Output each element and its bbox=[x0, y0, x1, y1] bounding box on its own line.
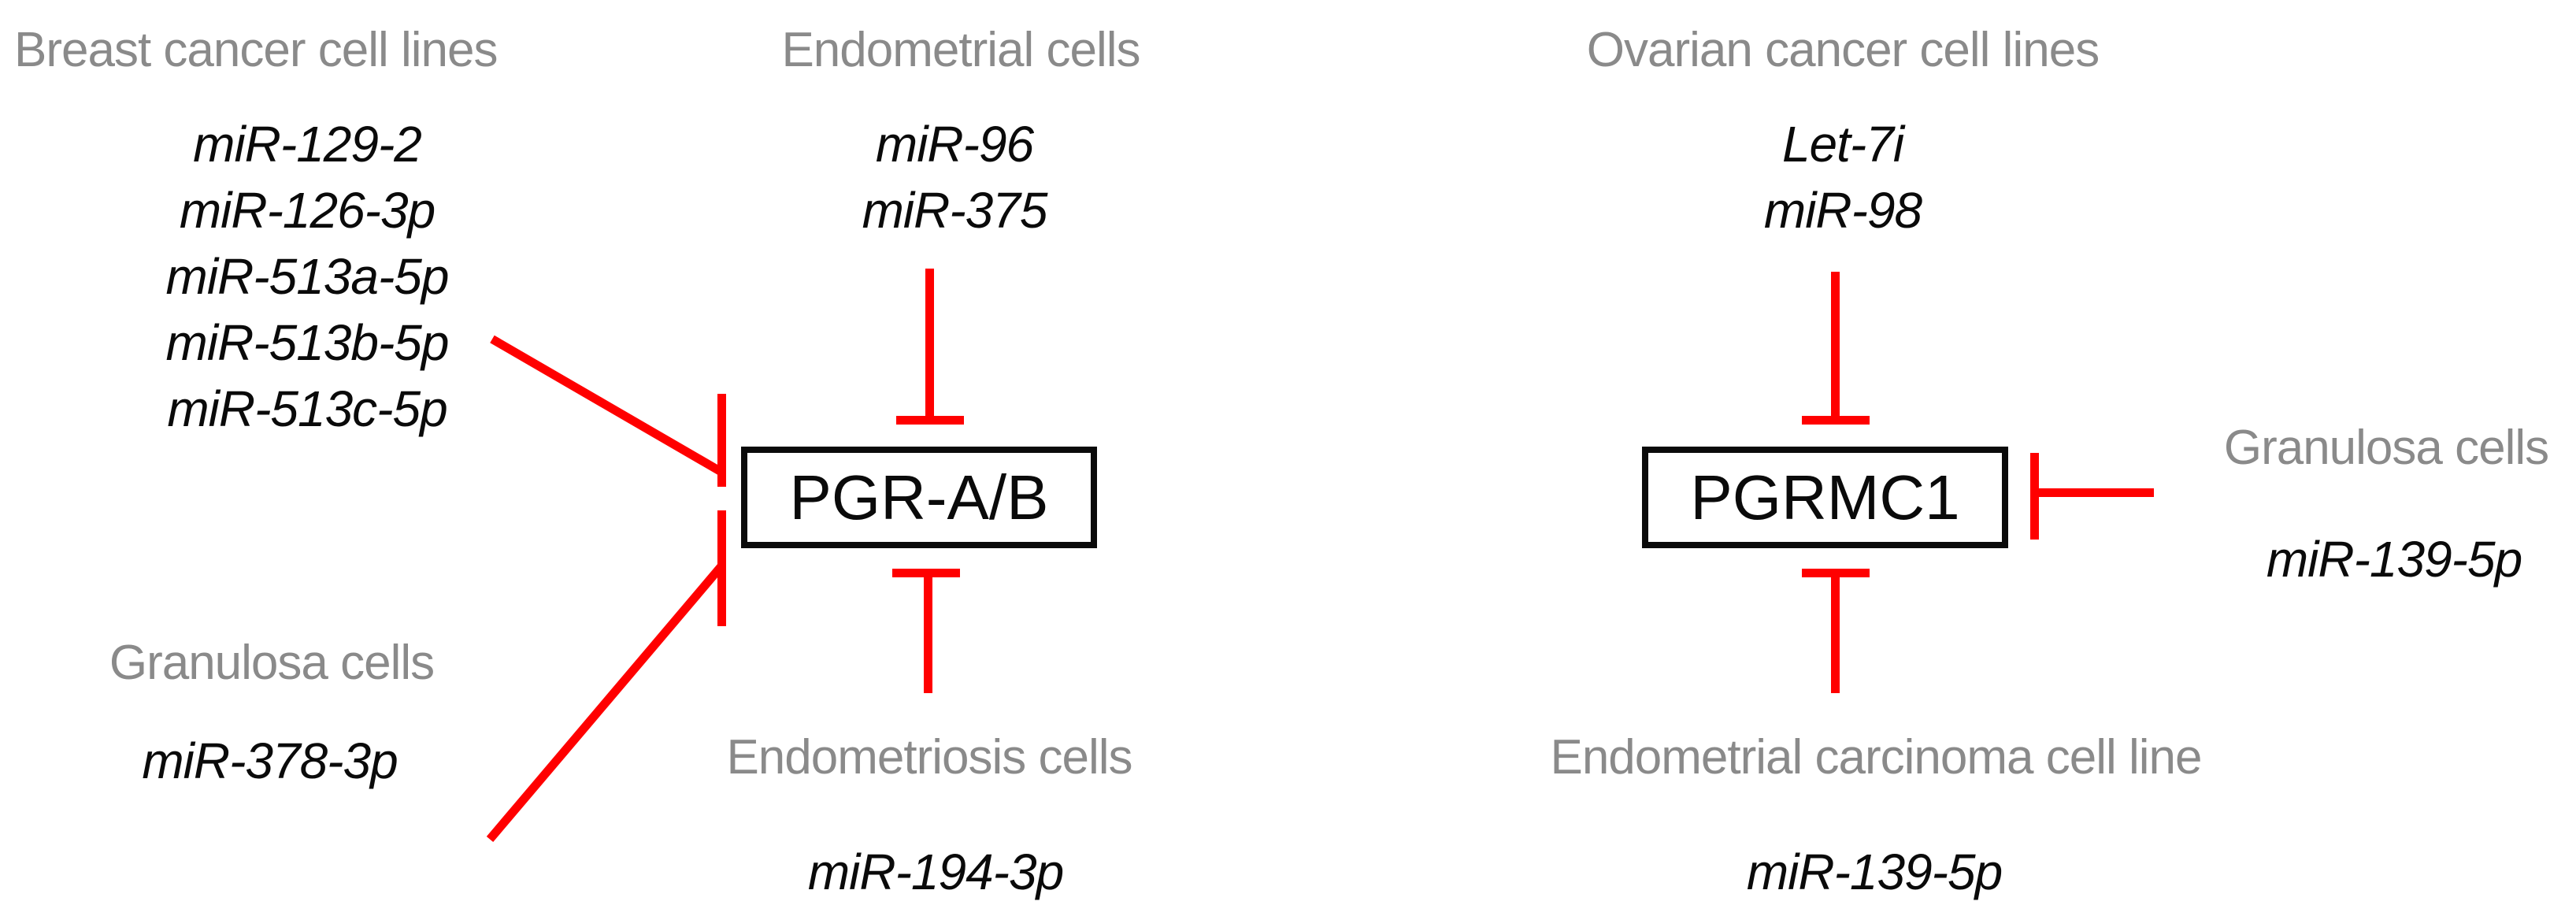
pgrmc1-box: PGRMC1 bbox=[1642, 447, 2008, 548]
mirna-label-mir-96: miR-96 bbox=[875, 116, 1034, 172]
inhibition-bar-breast-to-pgr bbox=[717, 394, 726, 487]
mirna-list-breast: miR-129-2 miR-126-3p miR-513a-5p miR-513… bbox=[63, 111, 551, 442]
inhibition-bar-endometrial-to-pgr bbox=[896, 416, 964, 425]
pgr-box: PGR-A/B bbox=[741, 447, 1097, 548]
pgrmc1-box-label: PGRMC1 bbox=[1690, 462, 1960, 532]
mirna-label-mir-513c-5p: miR-513c-5p bbox=[167, 380, 447, 437]
mirna-list-ovarian: Let-7i miR-98 bbox=[1607, 111, 2079, 243]
pgr-box-label: PGR-A/B bbox=[789, 462, 1049, 532]
mirna-label-let-7i: Let-7i bbox=[1781, 116, 1904, 172]
label-granulosa-cells-left: Granulosa cells bbox=[109, 636, 435, 690]
mirna-label-mir-513a-5p: miR-513a-5p bbox=[165, 248, 450, 305]
mirna-label-mir-194-3p: miR-194-3p bbox=[807, 844, 1064, 900]
mirna-label-mir-513b-5p: miR-513b-5p bbox=[165, 314, 450, 371]
inhibition-bar-endometriosis-to-pgr bbox=[892, 569, 960, 577]
mirna-label-mir-139-5p-bottom: miR-139-5p bbox=[1746, 844, 2003, 900]
inhibition-stem-ovarian-to-pgrmc1 bbox=[1831, 272, 1840, 416]
mirna-label-mir-375: miR-375 bbox=[862, 182, 1048, 239]
mirna-label-mir-139-5p-right: miR-139-5p bbox=[2266, 531, 2522, 588]
inhibition-stem-granulosa-to-pgrmc1 bbox=[2039, 488, 2154, 497]
inhibition-stem-endometriosis-to-pgr bbox=[924, 577, 932, 693]
mirna-list-endometrial: miR-96 miR-375 bbox=[718, 111, 1191, 243]
inhibition-bar-carcinoma-to-pgrmc1 bbox=[1802, 569, 1870, 577]
label-granulosa-cells-right: Granulosa cells bbox=[2223, 421, 2549, 475]
label-endometriosis-cells: Endometriosis cells bbox=[726, 730, 1132, 784]
mirna-label-mir-129-2: miR-129-2 bbox=[193, 116, 422, 172]
label-endometrial-carcinoma-cell-line: Endometrial carcinoma cell line bbox=[1550, 730, 2202, 784]
mirna-label-mir-126-3p: miR-126-3p bbox=[179, 182, 436, 239]
inhibition-bar-granulosa-to-pgr bbox=[717, 510, 726, 626]
label-ovarian-cancer-cell-lines: Ovarian cancer cell lines bbox=[1586, 23, 2100, 77]
inhibition-bar-granulosa-to-pgrmc1 bbox=[2030, 453, 2039, 540]
mirna-label-mir-378-3p: miR-378-3p bbox=[142, 733, 398, 789]
inhibition-stem-endometrial-to-pgr bbox=[925, 269, 934, 416]
mirna-label-mir-98: miR-98 bbox=[1763, 182, 1922, 239]
inhibition-line-granulosa-to-pgr bbox=[486, 562, 725, 843]
label-endometrial-cells: Endometrial cells bbox=[781, 23, 1140, 77]
inhibition-stem-carcinoma-to-pgrmc1 bbox=[1831, 577, 1840, 693]
label-breast-cancer-cell-lines: Breast cancer cell lines bbox=[14, 23, 499, 77]
inhibition-bar-ovarian-to-pgrmc1 bbox=[1802, 416, 1870, 425]
